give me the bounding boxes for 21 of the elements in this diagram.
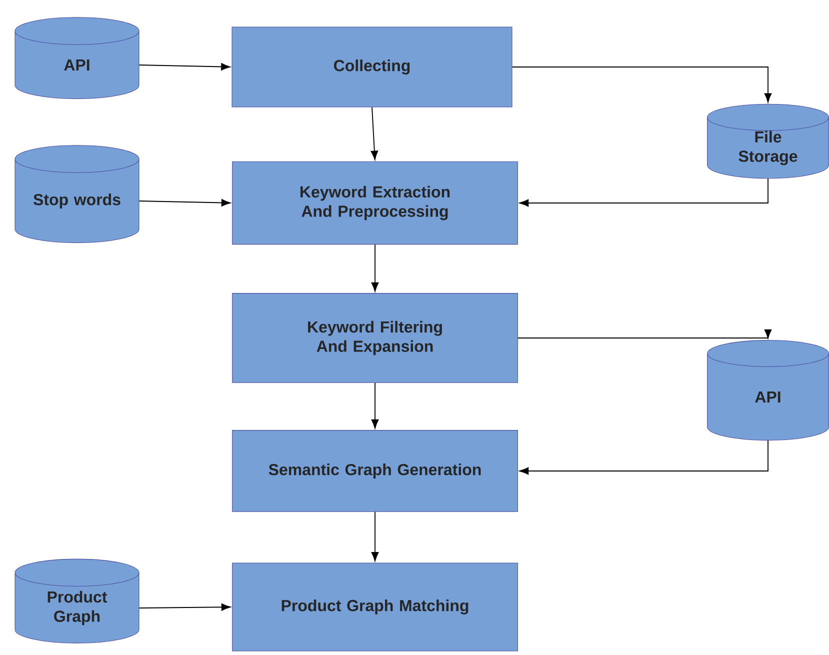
arrow bbox=[138, 63, 230, 70]
arrow bbox=[512, 66, 772, 102]
database-cylinder: Product Graph bbox=[14, 558, 140, 644]
process-box: Collecting bbox=[232, 26, 512, 108]
arrow bbox=[371, 382, 379, 429]
arrow bbox=[370, 106, 378, 160]
process-box: Product Graph Matching bbox=[232, 562, 518, 652]
database-cylinder: File Storage bbox=[707, 104, 829, 179]
arrow bbox=[519, 178, 768, 207]
arrow bbox=[517, 329, 772, 339]
arrow bbox=[138, 199, 231, 206]
arrow bbox=[371, 511, 379, 562]
database-cylinder: Stop words bbox=[14, 145, 140, 243]
database-cylinder: API bbox=[14, 17, 140, 99]
process-box: Keyword Filtering And Expansion bbox=[232, 293, 518, 383]
arrow bbox=[138, 603, 231, 611]
arrow bbox=[371, 244, 379, 292]
database-cylinder: API bbox=[707, 340, 829, 441]
arrow bbox=[519, 440, 768, 475]
process-box: Keyword Extraction And Preprocessing bbox=[232, 161, 518, 245]
process-box: Semantic Graph Generation bbox=[232, 430, 518, 512]
